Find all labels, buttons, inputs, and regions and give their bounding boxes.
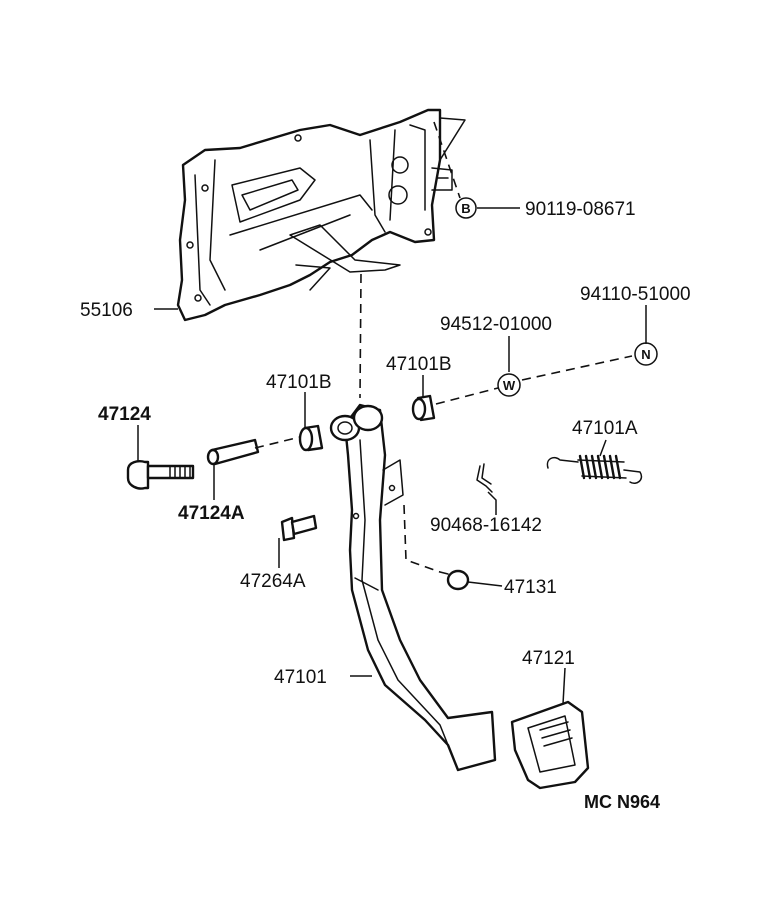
- label-94512-01000: 94512-01000: [440, 314, 552, 335]
- return-spring: [546, 454, 643, 484]
- nut-symbol-letter: N: [641, 347, 650, 362]
- pivot-bolt: [126, 460, 195, 490]
- washer-symbol-circle: [497, 373, 521, 397]
- label-47101a: 47101A: [572, 418, 638, 439]
- drawing-code: MC N964: [584, 792, 660, 812]
- bolt-symbol-circle: [455, 197, 477, 219]
- label-47124: 47124: [98, 404, 151, 425]
- label-55106: 55106: [80, 300, 133, 321]
- washer-symbol-letter: W: [503, 378, 516, 393]
- label-47131: 47131: [504, 577, 557, 598]
- label-90468-16142: 90468-16142: [430, 515, 542, 536]
- assembly-lines: [254, 121, 633, 573]
- stopper-cushion: [439, 569, 470, 591]
- bushing-right: [411, 394, 436, 422]
- bolt-symbol: B: [455, 197, 477, 219]
- label-47101b-left: 47101B: [266, 372, 332, 393]
- pedal-bracket: [176, 108, 466, 322]
- label-47124a: 47124A: [178, 503, 245, 524]
- nut-symbol: N: [634, 342, 658, 366]
- stop-bolt: [280, 514, 318, 542]
- label-47121: 47121: [522, 648, 575, 669]
- spring-clip: [476, 463, 493, 493]
- label-47264a: 47264A: [240, 571, 306, 592]
- bushing-left: [298, 424, 324, 452]
- label-47101b-right: 47101B: [386, 354, 452, 375]
- pivot-collar: [206, 438, 260, 466]
- nut-symbol-circle: [634, 342, 658, 366]
- label-90119-08671: 90119-08671: [525, 199, 636, 220]
- brake-pedal-arm: [329, 403, 497, 772]
- pedal-pad: [510, 700, 590, 790]
- bolt-symbol-letter: B: [461, 201, 470, 216]
- label-94110-51000: 94110-51000: [580, 284, 691, 305]
- leader-lines: [137, 207, 647, 705]
- washer-symbol: W: [497, 373, 521, 397]
- label-47101: 47101: [274, 667, 327, 688]
